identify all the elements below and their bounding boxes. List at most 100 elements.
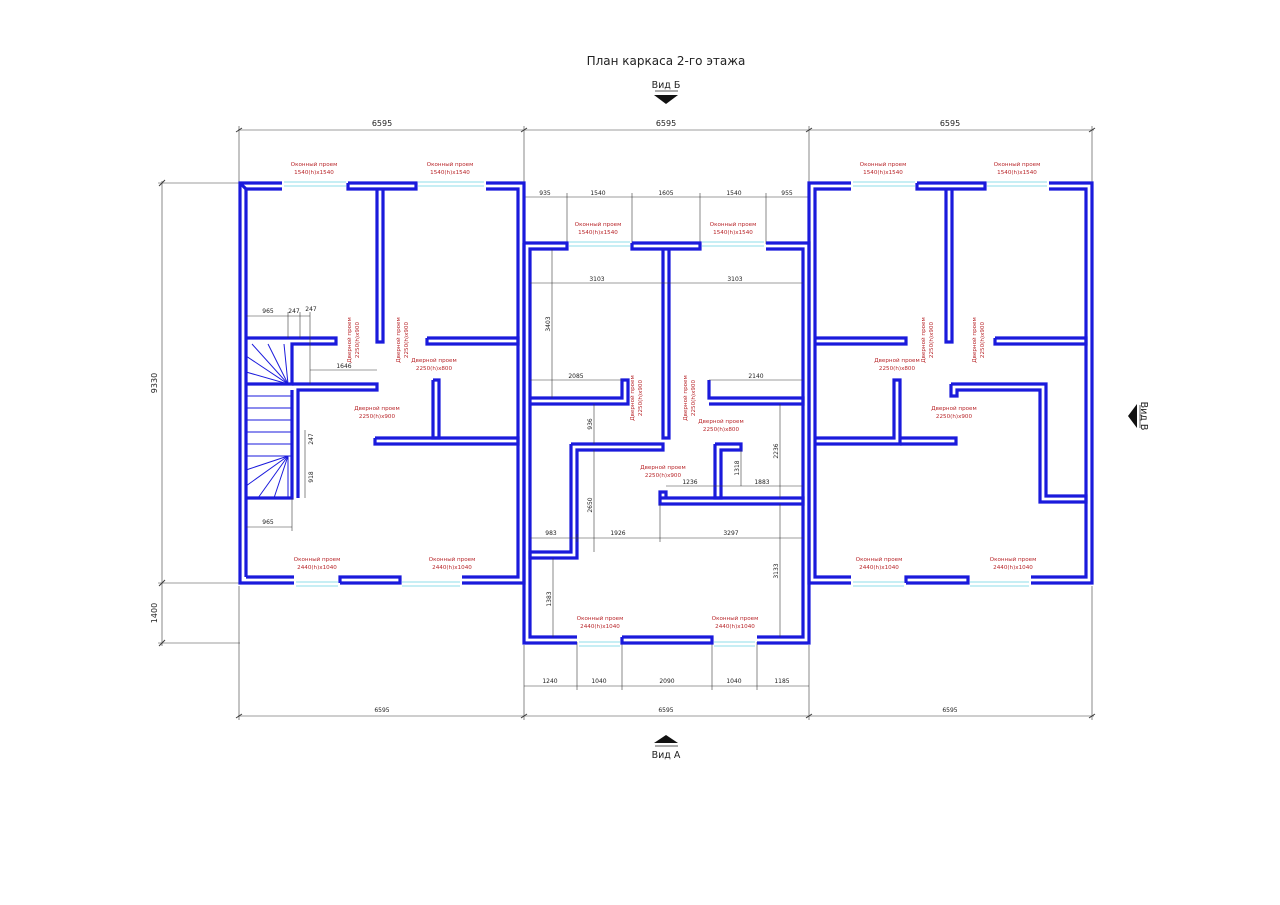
dim-1383: 1383	[546, 591, 553, 606]
dim-3133: 3133	[773, 563, 780, 578]
dim-mid-bottom-1040a: 1040	[591, 678, 606, 685]
window-label-size: 1540(h)x1540	[997, 170, 1037, 176]
view-a-arrow	[654, 735, 678, 743]
door-label-size: 2250(h)x900	[404, 321, 410, 358]
window-label-title: Оконный проем	[429, 556, 476, 563]
dim-2236: 2236	[773, 443, 780, 458]
window-label-title: Оконный проем	[990, 556, 1037, 563]
door-label-title: Дверной проем	[411, 357, 456, 364]
view-v-arrow	[1128, 404, 1137, 428]
door-label-size: 2250(h)x900	[638, 379, 644, 416]
window-label-size: 1540(h)x1540	[294, 170, 334, 176]
dim-top-2: 6595	[656, 119, 676, 128]
dim-1318: 1318	[734, 460, 741, 475]
window-label-title: Оконный проем	[577, 615, 624, 622]
overall-dimensions-top: 6595 6595 6595	[235, 119, 1096, 183]
dim-mid-bottom-1040b: 1040	[726, 678, 741, 685]
window-openings	[284, 181, 1047, 647]
window-label-size: 1540(h)x1540	[863, 170, 903, 176]
window-label-title: Оконный проем	[291, 161, 338, 168]
dim-3403: 3403	[545, 316, 552, 331]
door-label-size: 2250(h)x800	[703, 427, 740, 433]
dim-247b: 247	[305, 306, 317, 313]
dim-3103a: 3103	[589, 276, 604, 283]
window-label-size: 1540(h)x1540	[578, 230, 618, 236]
dim-mid-bottom-1185: 1185	[774, 678, 789, 685]
walls-right-unit	[807, 181, 1094, 585]
dim-left-9330: 9330	[150, 373, 159, 393]
overall-dimensions-bottom: 6595 6595 6595	[235, 586, 1096, 720]
middle-bottom-dimension-chain: 1240 1040 2090 1040 1185	[524, 642, 809, 690]
window-label-title: Оконный проем	[856, 556, 903, 563]
dim-3297: 3297	[723, 530, 738, 537]
window-label-size: 2440(h)x1040	[993, 565, 1033, 571]
door-label-title: Дверной проем	[874, 357, 919, 364]
door-label-title: Дверной проем	[682, 375, 689, 420]
window-label-size: 1540(h)x1540	[430, 170, 470, 176]
dim-top-3: 6595	[940, 119, 960, 128]
dim-mid-top-1605: 1605	[658, 190, 673, 197]
dim-mid-top-1540a: 1540	[590, 190, 605, 197]
window-label-size: 2440(h)x1040	[297, 565, 337, 571]
dim-top-1: 6595	[372, 119, 392, 128]
door-label-title: Дверной проем	[920, 317, 927, 362]
window-label-title: Оконный проем	[575, 221, 622, 228]
window-label-size: 2440(h)x1040	[580, 624, 620, 630]
dim-mid-top-935: 935	[539, 190, 551, 197]
window-label-title: Оконный проем	[994, 161, 1041, 168]
dim-2650: 2650	[587, 497, 594, 512]
door-label-size: 2250(h)x800	[416, 366, 453, 372]
window-label-title: Оконный проем	[860, 161, 907, 168]
door-label-size: 2250(h)x900	[691, 379, 697, 416]
window-label-title: Оконный проем	[427, 161, 474, 168]
dim-247c: 247	[308, 433, 315, 445]
dim-bottom-1: 6595	[374, 707, 389, 714]
door-label-title: Дверной проем	[640, 464, 685, 471]
door-label-size: 2250(h)x900	[929, 321, 935, 358]
dim-mid-top-955: 955	[781, 190, 793, 197]
window-label-title: Оконный проем	[712, 615, 759, 622]
dim-mid-bottom-1240: 1240	[542, 678, 557, 685]
dim-965a: 965	[262, 308, 274, 315]
door-label-title: Дверной проем	[354, 405, 399, 412]
overall-dimensions-left: 9330 1400	[150, 179, 240, 647]
walls-middle-unit	[522, 241, 811, 645]
window-label-title: Оконный проем	[710, 221, 757, 228]
dim-247a: 247	[288, 308, 300, 315]
drawing-title: План каркаса 2-го этажа	[587, 54, 746, 68]
dim-1883: 1883	[754, 479, 769, 486]
window-label-size: 2440(h)x1040	[432, 565, 472, 571]
dim-bottom-3: 6595	[942, 707, 957, 714]
staircase	[245, 343, 292, 499]
dim-983: 983	[545, 530, 557, 537]
dim-mid-bottom-2090: 2090	[659, 678, 674, 685]
dim-1926: 1926	[610, 530, 625, 537]
dim-3103b: 3103	[727, 276, 742, 283]
dim-2085: 2085	[568, 373, 583, 380]
window-label-size: 1540(h)x1540	[713, 230, 753, 236]
door-label-title: Дверной проем	[346, 317, 353, 362]
window-label-title: Оконный проем	[294, 556, 341, 563]
door-label-title: Дверной проем	[698, 418, 743, 425]
door-label-size: 2250(h)x900	[355, 321, 361, 358]
view-b-arrow	[654, 95, 678, 104]
door-label-size: 2250(h)x900	[359, 414, 396, 420]
dim-left-1400: 1400	[150, 603, 159, 623]
door-label-title: Дверной проем	[971, 317, 978, 362]
door-label-size: 2250(h)x900	[936, 414, 973, 420]
dim-bottom-2: 6595	[658, 707, 673, 714]
dim-918: 918	[308, 471, 315, 483]
door-label-size: 2250(h)x900	[645, 473, 682, 479]
door-label-size: 2250(h)x900	[980, 321, 986, 358]
window-label-size: 2440(h)x1040	[715, 624, 755, 630]
middle-top-dimension-chain: 935 1540 1605 1540 955	[524, 190, 809, 244]
dim-2140: 2140	[748, 373, 763, 380]
door-label-size: 2250(h)x800	[879, 366, 916, 372]
opening-labels: Оконный проем 1540(h)x1540 Оконный проем…	[291, 161, 1041, 630]
dim-965b: 965	[262, 519, 274, 526]
dim-1236: 1236	[682, 479, 697, 486]
door-label-title: Дверной проем	[395, 317, 402, 362]
dim-mid-top-1540b: 1540	[726, 190, 741, 197]
window-label-size: 2440(h)x1040	[859, 565, 899, 571]
